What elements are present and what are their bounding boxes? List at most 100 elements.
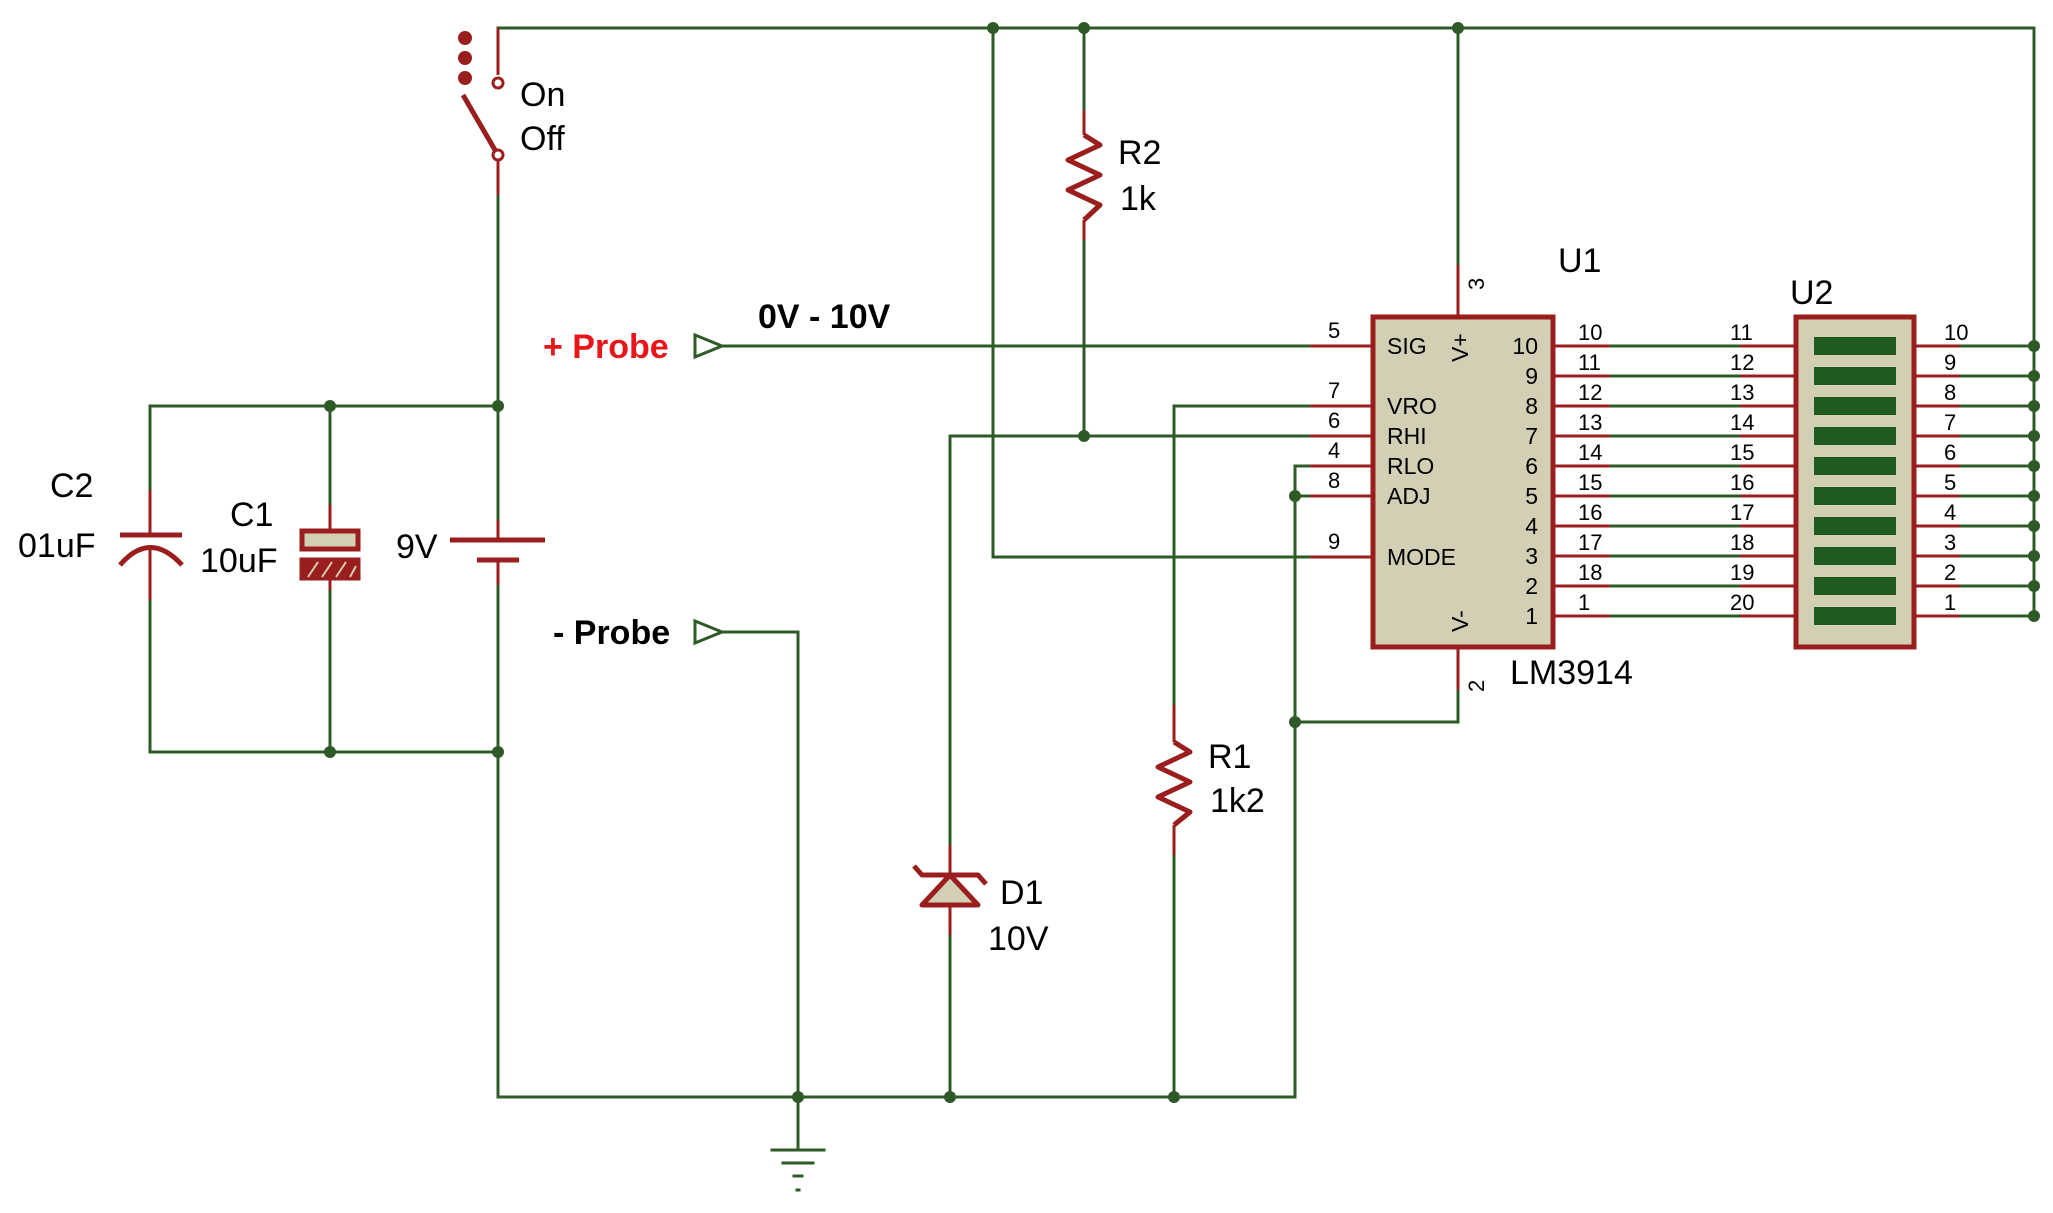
ic-right-pin-num: 18 — [1578, 560, 1602, 585]
ic-right-pin-num: 17 — [1578, 530, 1602, 555]
ic-pin-vro-name: VRO — [1387, 393, 1437, 419]
led-segment — [1814, 547, 1896, 565]
junctions — [324, 22, 1464, 1103]
bargraph-left-pin-num: 19 — [1730, 560, 1754, 585]
ic-pin-sig-name: SIG — [1387, 333, 1427, 359]
bus-junctions — [2028, 340, 2040, 622]
ic-right-pin-num: 13 — [1578, 410, 1602, 435]
probe-plus: + Probe 0V - 10V — [543, 298, 891, 366]
resistor-r1: R1 1k2 — [1155, 705, 1265, 855]
switch-on-label: On — [520, 76, 565, 114]
ic-pin-vplus-num: 3 — [1464, 278, 1489, 290]
ic-pin-mode-num: 9 — [1328, 529, 1340, 554]
led-segment — [1814, 367, 1896, 385]
bargraph-left-pin-num: 18 — [1730, 530, 1754, 555]
bargraph-left-pin-num: 15 — [1730, 440, 1754, 465]
ic-part-number: LM3914 — [1510, 654, 1633, 692]
bargraph-pins: 11 10 12 9 13 8 14 7 15 6 16 5 17 4 18 3 19 2 20 1 — [1730, 320, 1968, 618]
power-switch[interactable]: On Off — [458, 28, 565, 195]
ic-pin-rhi-name: RHI — [1387, 423, 1427, 449]
capacitor-c2: C2 01uF — [18, 467, 184, 600]
ic-pin-rlo-num: 4 — [1328, 438, 1340, 463]
led-segment — [1814, 427, 1896, 445]
ic-right-pin-num: 12 — [1578, 380, 1602, 405]
c1-ref: C1 — [230, 496, 273, 534]
ic-pin-adj-name: ADJ — [1387, 483, 1430, 509]
bargraph-right-pin-num: 9 — [1944, 350, 1956, 375]
zener-diode-d1: D1 10V — [912, 845, 1049, 958]
ic-right-pin-num: 14 — [1578, 440, 1602, 465]
c2-ref: C2 — [50, 467, 93, 505]
led-segment — [1814, 607, 1896, 625]
ic-pin-sig-num: 5 — [1328, 318, 1340, 343]
bargraph-left-pin-num: 17 — [1730, 500, 1754, 525]
bargraph-left-pin-num: 11 — [1730, 320, 1753, 345]
ic-pin-rhi-num: 6 — [1328, 408, 1340, 433]
probe-minus: - Probe — [553, 614, 726, 652]
ic-right-pin-name: 5 — [1525, 483, 1538, 509]
ic-pin-vro-num: 7 — [1328, 378, 1340, 403]
signal-range-label: 0V - 10V — [758, 298, 891, 336]
d1-ref: D1 — [1000, 874, 1043, 912]
probe-minus-label: - Probe — [553, 614, 670, 652]
bargraph-ref: U2 — [1790, 274, 1833, 312]
bargraph-right-pin-num: 5 — [1944, 470, 1956, 495]
bargraph-left-pin-num: 14 — [1730, 410, 1754, 435]
ic-right-pin-name: 7 — [1525, 423, 1538, 449]
c2-value: 01uF — [18, 527, 96, 565]
bargraph-right-pin-num: 2 — [1944, 560, 1956, 585]
bargraph-right-pin-num: 8 — [1944, 380, 1956, 405]
wires — [148, 26, 2036, 1152]
ground-symbol — [770, 1148, 826, 1192]
bargraph-right-pin-num: 6 — [1944, 440, 1956, 465]
ic-ref: U1 — [1558, 242, 1601, 280]
ic-right-pin-name: 1 — [1525, 603, 1538, 629]
led-segment — [1814, 397, 1896, 415]
r2-value: 1k — [1120, 180, 1157, 218]
led-segment — [1814, 487, 1896, 505]
ic-right-pin-name: 3 — [1525, 543, 1538, 569]
r1-value: 1k2 — [1210, 782, 1265, 820]
d1-value: 10V — [988, 920, 1049, 958]
ic-pin-vplus-name: V+ — [1447, 333, 1473, 362]
probe-plus-label: + Probe — [543, 328, 669, 366]
ic-right-pin-num: 10 — [1578, 320, 1602, 345]
bargraph-right-pin-num: 1 — [1944, 590, 1956, 615]
ic-right-pin-num: 1 — [1578, 590, 1590, 615]
ic-pin-vminus-name: V- — [1447, 610, 1473, 632]
c1-value: 10uF — [200, 542, 278, 580]
r1-ref: R1 — [1208, 738, 1251, 776]
ic-pin-adj-num: 8 — [1328, 468, 1340, 493]
resistor-r2: R2 1k — [1065, 110, 1161, 240]
ic-pin-vminus-num: 2 — [1464, 680, 1489, 692]
led-segment — [1814, 457, 1896, 475]
led-bargraph-u2: 11 10 12 9 13 8 14 7 15 6 16 5 17 4 18 3 19 2 20 1 U2 — [1730, 274, 1968, 650]
r2-ref: R2 — [1118, 134, 1161, 172]
capacitor-c1: C1 10uF — [200, 496, 361, 590]
ic-right-pin-num: 16 — [1578, 500, 1602, 525]
bargraph-right-pin-num: 3 — [1944, 530, 1956, 555]
led-segment — [1814, 337, 1896, 355]
bargraph-right-pin-num: 7 — [1944, 410, 1956, 435]
ic-right-pin-name: 6 — [1525, 453, 1538, 479]
bargraph-right-pin-num: 10 — [1944, 320, 1968, 345]
ic-right-pin-num: 15 — [1578, 470, 1602, 495]
ic-pin-rlo-name: RLO — [1387, 453, 1434, 479]
ic-u1: 5 7 6 4 8 9 SIG VRO RHI RLO ADJ MODE V+ … — [1310, 242, 1633, 692]
bargraph-left-pin-num: 16 — [1730, 470, 1754, 495]
bargraph-left-pin-num: 13 — [1730, 380, 1754, 405]
battery: 9V — [396, 520, 545, 585]
led-segment — [1814, 577, 1896, 595]
battery-value: 9V — [396, 528, 438, 566]
led-segment — [1814, 517, 1896, 535]
ic-right-pin-name: 8 — [1525, 393, 1538, 419]
bargraph-right-pin-num: 4 — [1944, 500, 1956, 525]
switch-off-label: Off — [520, 120, 565, 158]
bargraph-left-pin-num: 20 — [1730, 590, 1754, 615]
ic-right-pin-num: 11 — [1578, 350, 1601, 375]
ic-right-pin-name: 2 — [1525, 573, 1538, 599]
ic-right-pin-name: 9 — [1525, 363, 1538, 389]
bargraph-left-pin-num: 12 — [1730, 350, 1754, 375]
ic-right-pin-name: 4 — [1525, 513, 1538, 539]
